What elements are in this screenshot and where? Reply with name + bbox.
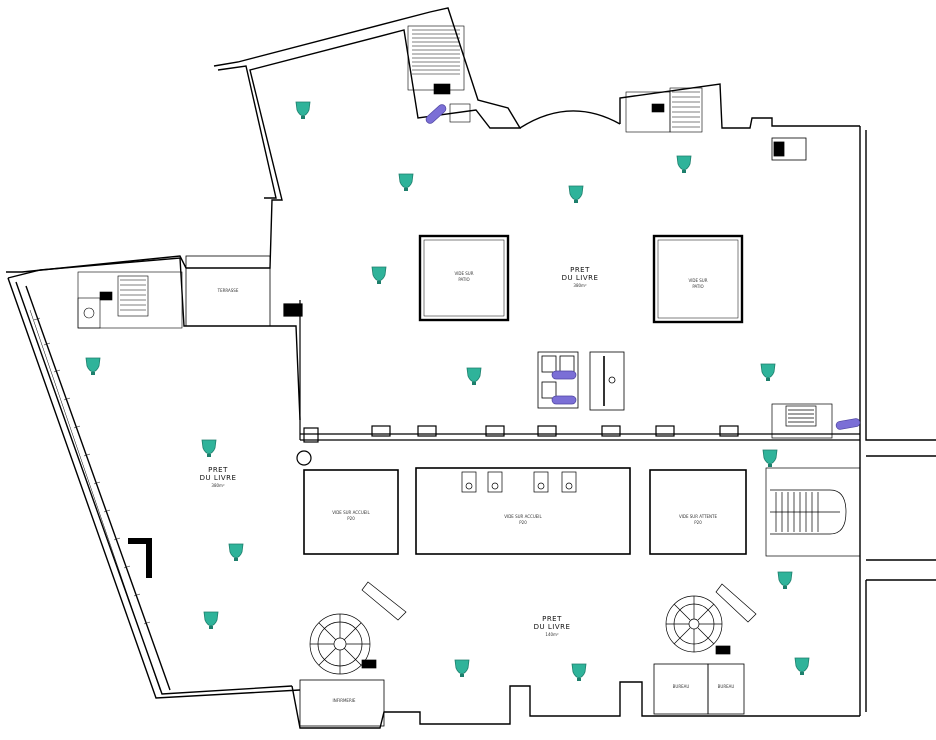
lamp-icon	[466, 367, 482, 386]
infirmerie-label: INFIRMERIE	[333, 698, 356, 703]
pret-2-area: 380m²	[211, 483, 225, 488]
pret-label-west: PRET DU LIVRE 380m²	[200, 466, 237, 488]
pret-2-line2: DU LIVRE	[200, 474, 237, 482]
west-fixture	[128, 538, 152, 578]
terrasse-label: TERRASSE	[217, 288, 239, 293]
lamp-icon	[398, 173, 414, 192]
purple-pill-4	[835, 417, 861, 431]
purple-pill-3	[551, 395, 577, 405]
void-patio-1-line1: VIDE SUR	[454, 271, 473, 276]
spiral-stair-2	[665, 583, 757, 655]
lamp-icon	[295, 101, 311, 120]
terrasse-room: TERRASSE	[185, 255, 271, 327]
void-access-2: VIDE SUR ACCUEIL P20	[415, 467, 631, 555]
pret-label-south: PRET DU LIVRE 140m²	[534, 615, 571, 637]
spiral-stair-1	[309, 581, 407, 675]
ceiling-lamps	[85, 101, 810, 682]
access-fixtures	[461, 471, 577, 493]
pret-1-area: 380m²	[573, 283, 587, 288]
central-kiosk	[537, 351, 625, 411]
void-patio-1-line2: PATIO	[458, 277, 469, 282]
lamp-icon	[201, 439, 217, 458]
pret-3-line1: PRET	[542, 615, 562, 623]
pret-1-line2: DU LIVRE	[562, 274, 599, 282]
lamp-icon	[203, 611, 219, 630]
lamp-icon	[760, 363, 776, 382]
void-access-1: VIDE SUR ACCUEIL P20	[303, 469, 399, 555]
void-patio-1: VIDE SUR PATIO	[418, 234, 510, 322]
west-stair	[77, 271, 183, 329]
void-patio-2-line1: VIDE SUR	[688, 278, 707, 283]
lamp-icon	[762, 449, 778, 468]
east-stair	[771, 403, 833, 439]
north-stair	[407, 25, 471, 123]
lamp-icon	[794, 657, 810, 676]
void-access-1-line1: VIDE SUR ACCUEIL	[332, 510, 370, 515]
east-escalator	[765, 467, 861, 557]
lamp-icon	[228, 543, 244, 562]
pret-3-area: 140m²	[545, 632, 559, 637]
pret-1-line1: PRET	[570, 266, 590, 274]
elevator-ne	[771, 137, 807, 161]
void-access-2-line1: VIDE SUR ACCUEIL	[504, 514, 542, 519]
lamp-icon	[676, 155, 692, 174]
bureau-1-label: BUREAU	[673, 684, 690, 689]
main-partition	[283, 300, 860, 466]
void-access-3: VIDE SUR ATTENTE P20	[649, 469, 747, 555]
pret-label-center: PRET DU LIVRE 380m²	[562, 266, 599, 288]
lamp-icon	[371, 266, 387, 285]
lamp-icon	[85, 357, 101, 376]
void-patio-2: VIDE SUR PATIO	[652, 234, 744, 324]
void-access-1-line2: P20	[347, 516, 355, 521]
lamp-icon	[568, 185, 584, 204]
infirmerie-room: INFIRMERIE	[299, 679, 385, 727]
lamp-icon	[454, 659, 470, 678]
lamp-icon	[571, 663, 587, 682]
bureau-rooms: BUREAU BUREAU	[653, 663, 745, 715]
lamp-icon	[777, 571, 793, 590]
void-access-3-line1: VIDE SUR ATTENTE	[679, 514, 718, 519]
building-outline	[6, 7, 936, 729]
west-gallery	[29, 309, 161, 691]
purple-pill-2	[551, 370, 577, 380]
bureau-2-label: BUREAU	[718, 684, 735, 689]
void-access-2-line2: P20	[519, 520, 527, 525]
pret-3-line2: DU LIVRE	[534, 623, 571, 631]
void-patio-2-line2: PATIO	[692, 284, 703, 289]
northeast-stair	[625, 87, 703, 133]
void-access-3-line2: P20	[694, 520, 702, 525]
pret-2-line1: PRET	[208, 466, 228, 474]
